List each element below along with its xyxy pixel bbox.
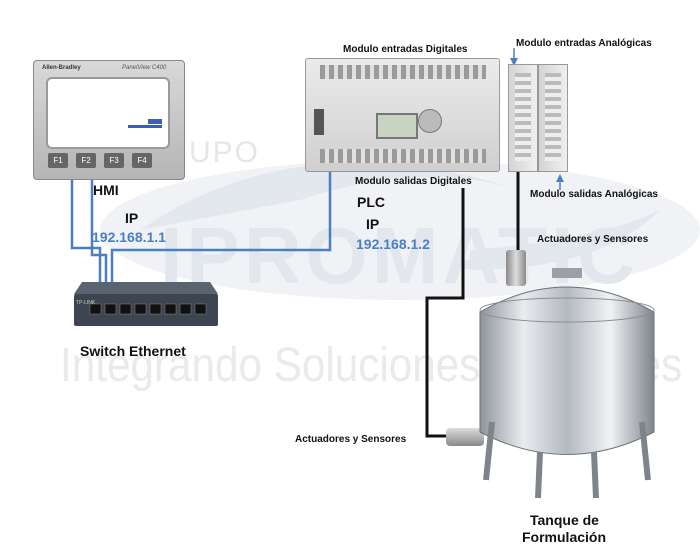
hmi-ip-address: 192.168.1.1 [92,229,166,245]
hmi-key-f1: F1 [48,153,68,168]
hmi-model: PanelView C400 [122,65,167,71]
ethernet-cable-hmi-2 [90,176,108,300]
hmi-panel: Allen-Bradley PanelView C400 F1 F2 F3 F4 [33,60,185,180]
switch-label: Switch Ethernet [80,343,186,359]
hmi-key-f3: F3 [104,153,124,168]
ethernet-cable-hmi [70,176,102,300]
hmi-ip-label: IP [125,210,139,226]
sensor-left [446,428,484,446]
plc-keypad [418,109,442,133]
plc-ip-address: 192.168.1.2 [356,236,430,252]
label-digital-inputs: Modulo entradas Digitales [343,44,468,55]
plc-controller [305,58,500,172]
label-analog-inputs: Modulo entradas Analógicas [516,38,652,49]
plc-display [376,113,418,139]
ethernet-switch: TP-LINK [72,280,220,330]
tank-label-line2: Formulación [522,529,607,545]
hmi-key-f4: F4 [132,153,152,168]
hmi-label: HMI [93,182,119,198]
analog-module-2 [538,64,568,172]
plc-label: PLC [357,194,385,210]
label-digital-outputs: Modulo salidas Digitales [355,176,472,187]
analog-module-1 [508,64,538,172]
hmi-key-f2: F2 [76,153,96,168]
ethernet-cable-plc [110,168,332,300]
label-actuators-left: Actuadores y Sensores [295,434,407,445]
label-analog-outputs: Modulo salidas Analógicas [530,189,658,200]
sensor-right [506,250,526,286]
hmi-screen [46,77,170,149]
plc-ip-label: IP [366,216,380,232]
switch-brand: TP-LINK [76,300,96,306]
hmi-brand: Allen-Bradley [42,65,81,71]
watermark-brand: IPROMATIC [160,211,639,300]
formulation-tank [479,268,655,499]
label-actuators-right: Actuadores y Sensores [537,234,649,245]
tank-label-line1: Tanque de [530,512,599,528]
wire-digital-outputs [425,188,465,438]
hmi-function-keys: F1 F2 F3 F4 [48,153,174,173]
